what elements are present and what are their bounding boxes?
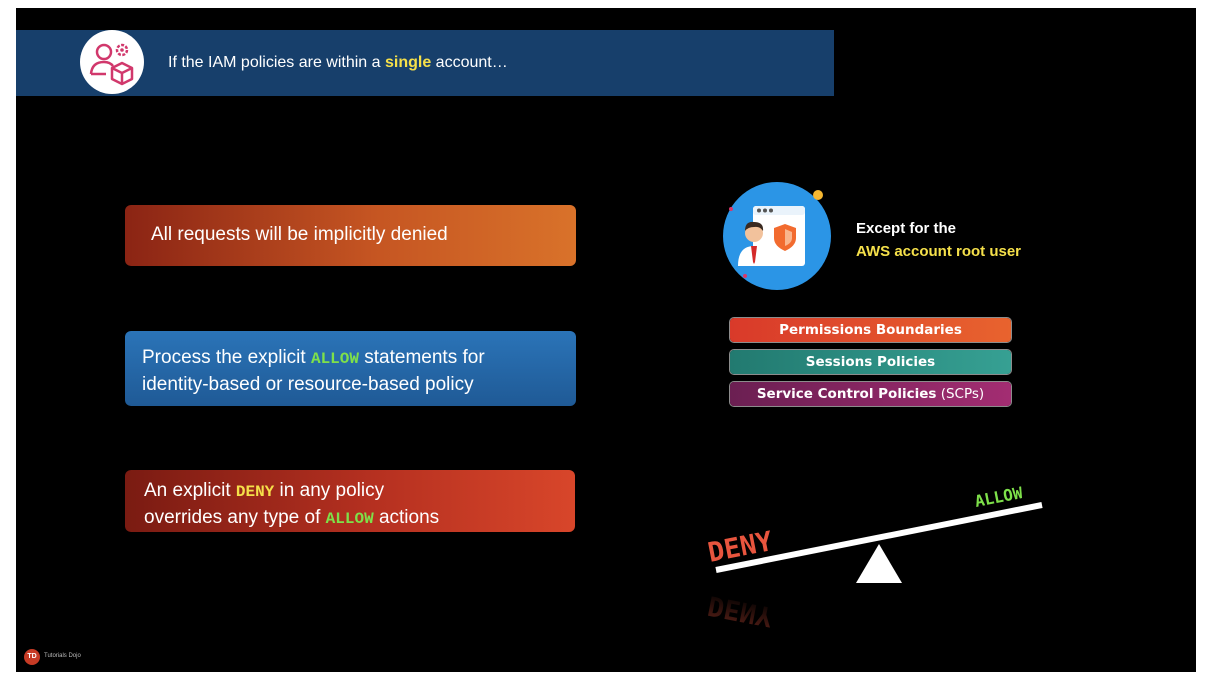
allow-weight-label: ALLOW (973, 483, 1024, 511)
iam-users-icon (80, 30, 144, 94)
allow-keyword: ALLOW (325, 510, 374, 528)
brand-name: Tutorials Dojo (44, 653, 81, 659)
step-explicit-deny-line1: An explicit DENY in any policy (144, 480, 385, 501)
exception-note: Except for the AWS account root user (856, 217, 1021, 263)
balance-scale-icon: DENY DENY ALLOW (705, 483, 1043, 628)
step-explicit-allow-line1: Process the explicit ALLOW statements fo… (142, 347, 485, 368)
step-explicit-deny-line2: overrides any type of ALLOW actions (144, 507, 440, 528)
exception-line2: AWS account root user (856, 243, 1022, 260)
exception-line1: Except for the (856, 220, 957, 237)
title-banner (16, 30, 834, 96)
step-explicit-deny: An explicit DENY in any policy overrides… (125, 470, 575, 532)
step-implicit-deny-text: All requests will be implicitly denied (151, 224, 448, 245)
deny-reflection-label: DENY (705, 589, 775, 628)
banner-title: If the IAM policies are within a single … (168, 54, 508, 71)
service-control-policies-pill: Service Control Policies (SCPs) (730, 382, 1011, 406)
step-explicit-allow-line2: identity-based or resource-based policy (142, 374, 474, 395)
brand-logo: TD (24, 649, 40, 665)
sparkle-dot-icon (813, 190, 823, 200)
allow-keyword: ALLOW (310, 350, 359, 368)
step-implicit-deny: All requests will be implicitly denied (125, 205, 576, 266)
slide: If the IAM policies are within a single … (16, 8, 1196, 672)
admin-security-icon (723, 182, 831, 290)
permissions-boundaries-pill: Permissions Boundaries (730, 318, 1011, 342)
step-explicit-allow: Process the explicit ALLOW statements fo… (125, 331, 576, 406)
deny-keyword: DENY (235, 483, 275, 501)
banner-highlight: single (384, 54, 432, 71)
sessions-policies-pill: Sessions Policies (730, 350, 1011, 374)
